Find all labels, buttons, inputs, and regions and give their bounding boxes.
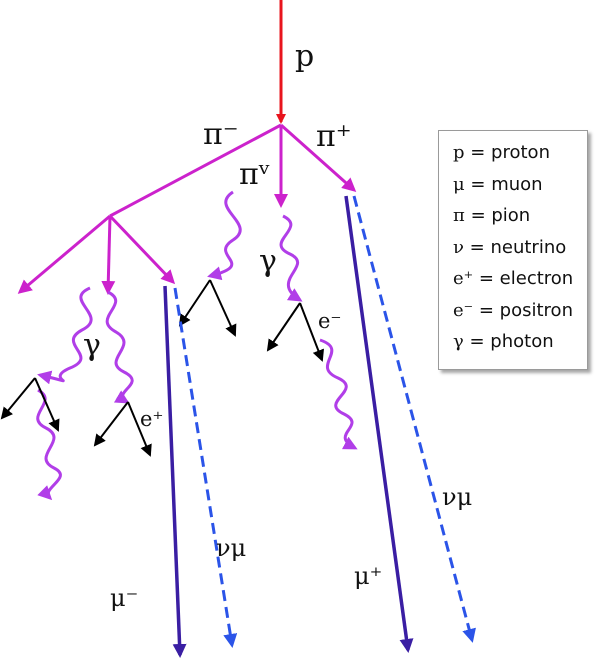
photon-wave [37,286,93,385]
pion-neutral-label: πᵛ [239,157,270,192]
photon-wave [36,388,62,501]
legend-item: e⁺ = electron [453,263,587,295]
legend-symbol: π [453,205,465,226]
legend-item: γ = photon [453,326,587,358]
legend-symbol: p [453,142,465,163]
legend-symbol: γ [453,331,464,352]
electron-label: e⁻ [318,309,342,333]
legend-text: = photon [463,331,554,352]
legend-text: = pion [464,205,531,226]
muon-minus-track [163,285,187,658]
legend-symbol: μ [453,173,465,195]
legend-symbol: ν [453,236,464,258]
photon-wave [319,338,358,450]
muon-neutrino-label: νμ [442,483,472,511]
proton-label: p [295,39,314,74]
legend-item: e⁻ = positron [453,295,587,327]
pion-plus-label: π⁺ [316,119,352,154]
gamma-label: γ [259,244,277,279]
legend-item: π = pion [453,200,587,232]
pion-minus-branch-mid [101,215,116,295]
electron-tracks [0,279,324,457]
legend-item: μ = muon [453,169,587,201]
muon-plus-label: μ⁺ [354,562,382,590]
positron-label: e⁺ [140,407,164,431]
legend-symbol: e⁻ [453,299,474,321]
muon-minus-label: μ⁻ [110,584,138,612]
muon-neutrino-label: νμ [216,534,246,562]
muon-plus-track [344,195,414,653]
legend-text: = electron [473,268,574,289]
legend-text: = neutrino [463,236,567,258]
neutrino-left-track [173,287,238,648]
pion-minus-track [109,123,282,218]
pion-minus-branch-left [17,214,111,294]
pion-minus-label: π⁻ [203,117,239,152]
gamma-label: γ [83,328,101,363]
photon-wave [105,290,134,404]
legend-item: ν = neutrino [453,232,587,264]
legend-symbol: e⁺ [453,268,474,289]
legend-text: = positron [473,299,573,321]
pion-plus-track [280,123,357,192]
photon-wave [207,190,242,281]
legend-text: = proton [464,142,550,163]
photon-wave [279,214,303,302]
photon-tracks [36,190,358,501]
pion-minus-branch-right [108,214,176,285]
legend-item: p = proton [453,137,587,169]
pion-tracks [17,123,357,295]
neutrino-right-track [352,195,476,643]
legend-text: = muon [464,173,543,195]
